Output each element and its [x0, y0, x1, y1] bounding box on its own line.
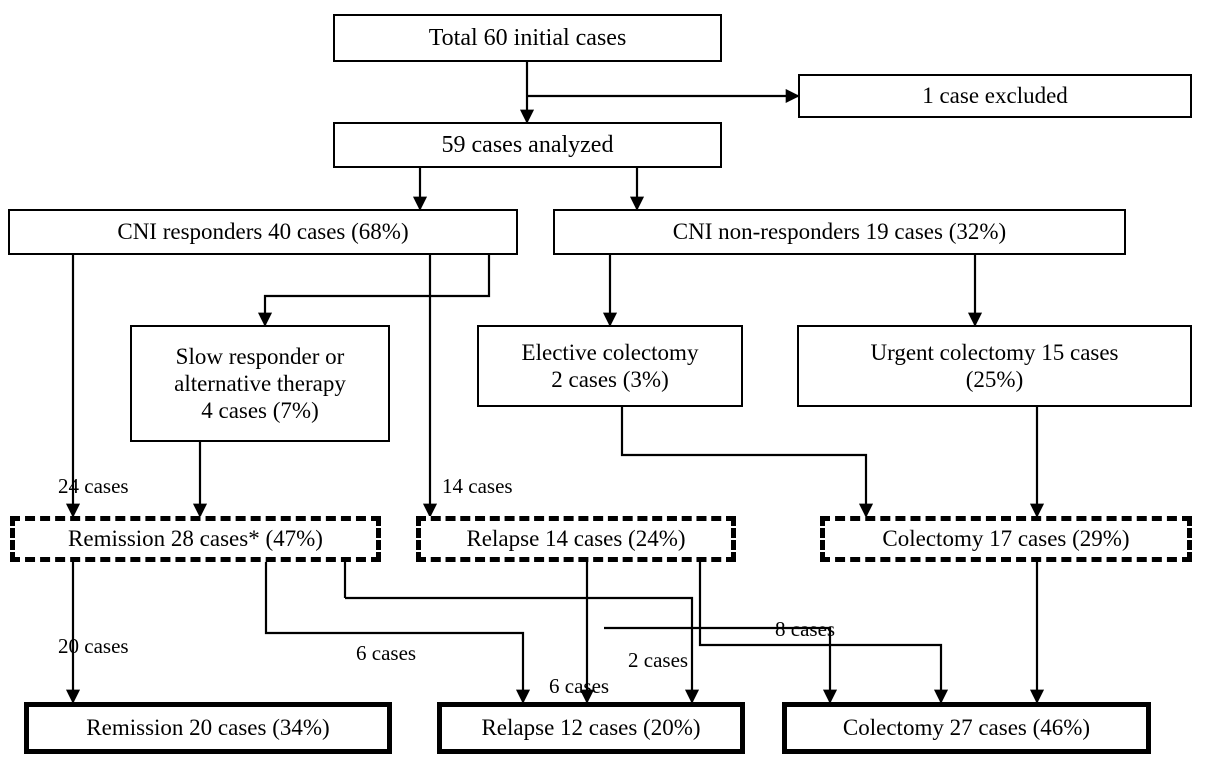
edge-label-6-cases-b: 6 cases — [549, 674, 610, 698]
edge-label-8-cases: 8 cases — [775, 617, 836, 641]
edge-responders-to-slow — [257, 255, 491, 327]
edge-relapse14-to-remission-left — [345, 596, 700, 704]
edge-2cases-to-colectomy27 — [604, 626, 838, 704]
edge-remission28-to-relapse12 — [264, 562, 531, 704]
node-total-initial-cases: Total 60 initial cases — [333, 14, 722, 62]
node-slow-label: Slow responder or alternative therapy 4 … — [174, 343, 346, 424]
edge-label-2-cases: 2 cases — [628, 648, 689, 672]
node-remission20-label: Remission 20 cases (34%) — [86, 715, 330, 741]
edge-elective-to-colectomy17 — [620, 407, 874, 518]
edge-label-24-cases: 24 cases — [58, 474, 129, 498]
node-colectomy-27: Colectomy 27 cases (46%) — [782, 702, 1151, 754]
edge-label-6-cases-a: 6 cases — [356, 641, 417, 665]
node-relapse14-label: Relapse 14 cases (24%) — [466, 526, 686, 552]
node-remission-28: Remission 28 cases* (47%) — [10, 516, 381, 562]
node-relapse-14: Relapse 14 cases (24%) — [416, 516, 736, 562]
node-urgent-label: Urgent colectomy 15 cases (25%) — [870, 339, 1119, 392]
node-remission28-label: Remission 28 cases* (47%) — [68, 526, 323, 552]
node-excluded-label: 1 case excluded — [922, 83, 1068, 109]
edge-label-14-cases: 14 cases — [442, 474, 513, 498]
node-relapse12-label: Relapse 12 cases (20%) — [481, 715, 701, 741]
node-elective-colectomy: Elective colectomy 2 cases (3%) — [477, 325, 743, 407]
node-remission-20: Remission 20 cases (34%) — [24, 702, 392, 754]
node-colectomy-17: Colectomy 17 cases (29%) — [820, 516, 1192, 562]
node-cni-non-responders: CNI non-responders 19 cases (32%) — [553, 209, 1126, 255]
node-case-excluded: 1 case excluded — [798, 74, 1192, 118]
edge-label-20-cases: 20 cases — [58, 634, 129, 658]
edge-colectomy17-to-colectomy27-8 — [698, 562, 949, 704]
node-total-label: Total 60 initial cases — [428, 24, 627, 51]
node-nonresponders-label: CNI non-responders 19 cases (32%) — [672, 219, 1007, 245]
node-cases-analyzed: 59 cases analyzed — [333, 122, 722, 168]
node-analyzed-label: 59 cases analyzed — [441, 131, 614, 158]
node-elective-label: Elective colectomy 2 cases (3%) — [521, 339, 699, 392]
node-responders-label: CNI responders 40 cases (68%) — [117, 219, 409, 245]
node-colectomy17-label: Colectomy 17 cases (29%) — [882, 526, 1130, 552]
node-slow-responder: Slow responder or alternative therapy 4 … — [130, 325, 390, 442]
node-urgent-colectomy: Urgent colectomy 15 cases (25%) — [797, 325, 1192, 407]
node-cni-responders: CNI responders 40 cases (68%) — [8, 209, 518, 255]
node-colectomy27-label: Colectomy 27 cases (46%) — [842, 715, 1091, 741]
node-relapse-12: Relapse 12 cases (20%) — [437, 702, 745, 754]
